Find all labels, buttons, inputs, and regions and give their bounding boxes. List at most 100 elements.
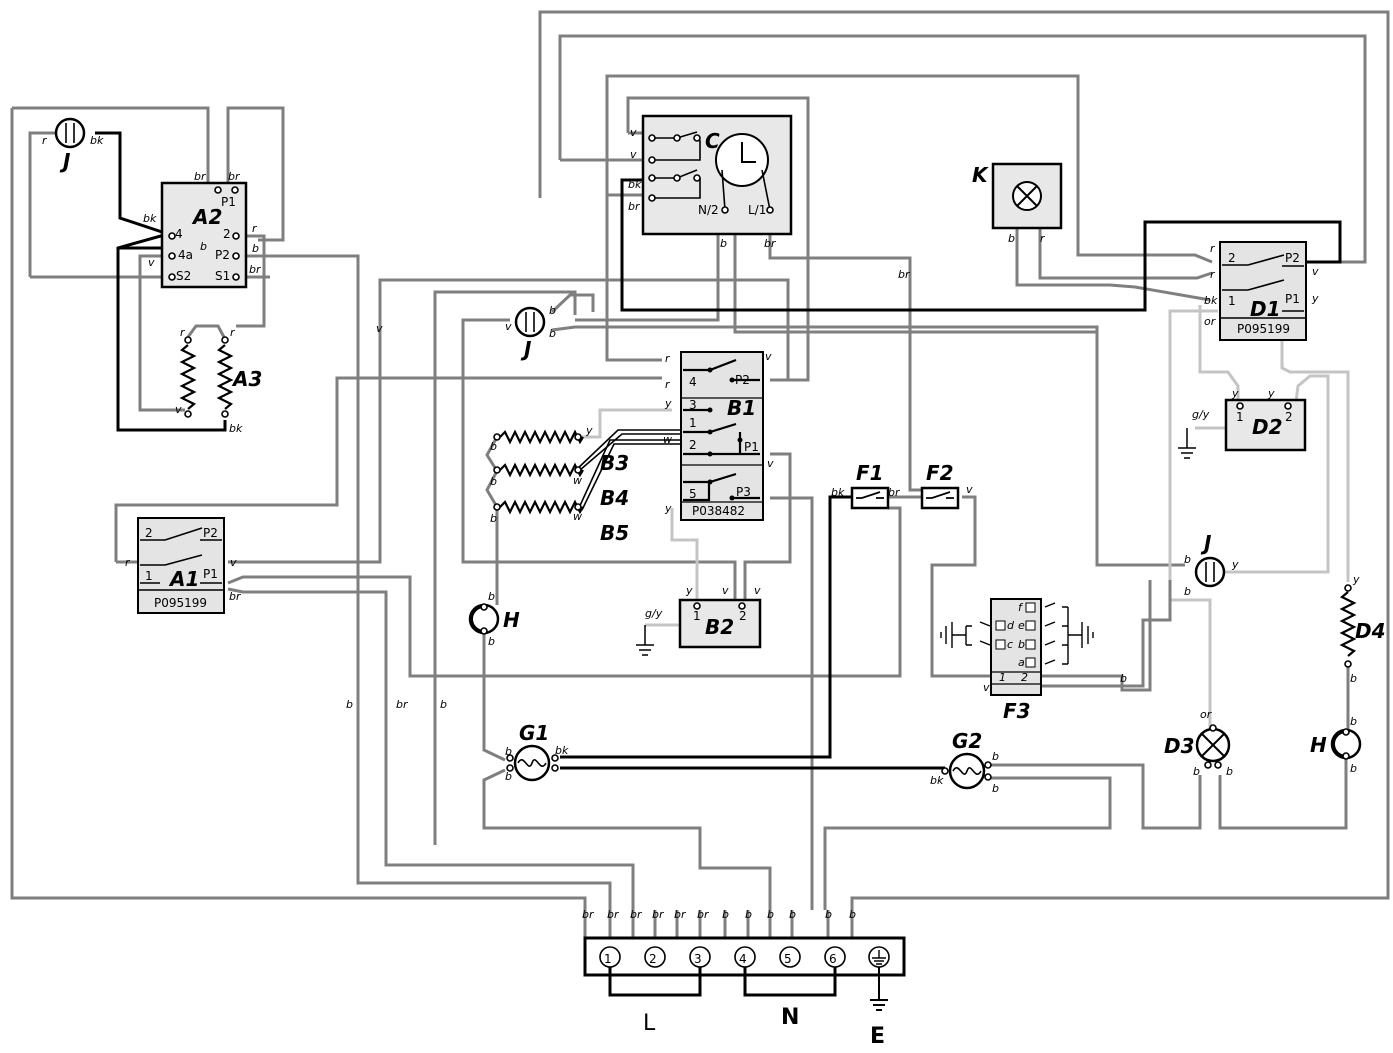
component-b3-b4-b5: B3 B4 B5 y w w b b b — [490, 424, 629, 545]
pin: S1 — [215, 269, 230, 283]
label-earth: E — [870, 1024, 885, 1049]
component-h-right: H b b — [1310, 715, 1362, 775]
code: b — [200, 240, 207, 253]
label-b3: B3 — [600, 451, 629, 475]
label-j-topleft: J — [59, 149, 71, 173]
pin: P1 — [744, 440, 759, 454]
label-d2: D2 — [1252, 415, 1283, 439]
pin: e — [1018, 619, 1025, 632]
component-f2: F2 v br — [898, 268, 973, 510]
label-b4: B4 — [600, 486, 629, 510]
code: r — [125, 556, 131, 569]
code: br — [249, 263, 262, 276]
terminal-wire-code: b — [789, 908, 796, 921]
code: v — [175, 403, 182, 416]
terminal-number: 6 — [829, 952, 837, 966]
pin: d — [1007, 619, 1015, 632]
pin: 3 — [689, 398, 697, 412]
code: or — [1204, 315, 1217, 328]
code: r — [230, 326, 236, 339]
label-neutral: N — [781, 1005, 799, 1030]
pin: P2 — [215, 248, 230, 262]
label-f1: F1 — [856, 461, 884, 485]
code: br — [396, 698, 409, 711]
code: b — [549, 304, 556, 317]
terminal-wire-code: br — [607, 908, 620, 921]
pin: 4 — [175, 227, 183, 241]
component-g2: G2 b b bk — [930, 729, 999, 795]
code: br — [228, 170, 241, 183]
pin: 1 — [1228, 294, 1236, 308]
component-f1: F1 bk br — [831, 461, 901, 510]
pin: 1 — [1236, 410, 1244, 424]
connector-j-topleft: J r bk — [42, 117, 104, 173]
code: b — [346, 698, 353, 711]
label-k: K — [972, 163, 989, 187]
code: y — [664, 502, 672, 515]
pin: 1 — [689, 416, 697, 430]
label-a3: A3 — [231, 367, 262, 391]
label-b2: B2 — [705, 615, 734, 639]
pin: P1 — [203, 567, 218, 581]
component-f3: f e b a d c 1 2 F3 v b — [940, 598, 1127, 723]
component-a3: A3 r r v bk — [175, 326, 262, 435]
code: br — [229, 590, 242, 603]
pin: 2 — [1285, 410, 1293, 424]
pin: 5 — [689, 487, 697, 501]
component-g1: G1 b b bk — [505, 721, 569, 783]
terminal-wire-code: br — [674, 908, 687, 921]
code: w — [663, 433, 672, 446]
component-d4: D4 y b — [1339, 573, 1386, 685]
component-d1: 2 P2 1 P1 D1 P095199 r r bk or v y — [1204, 241, 1319, 341]
code: y — [1311, 292, 1319, 305]
code: v — [722, 584, 729, 597]
pin: P2 — [203, 526, 218, 540]
code: v — [983, 681, 990, 694]
pin: 2 — [1228, 251, 1236, 265]
label-j-right: J — [1200, 531, 1212, 555]
ground-icon — [636, 625, 654, 656]
label-d1: D1 — [1250, 297, 1281, 321]
ground-icon — [1178, 428, 1196, 459]
pin: 2 — [689, 438, 697, 452]
pin: N/2 — [698, 203, 719, 217]
pin: P1 — [1285, 292, 1300, 306]
component-d3: D3 or b b — [1164, 708, 1233, 778]
code: b — [1350, 715, 1357, 728]
earth-terminal-icon — [872, 950, 886, 965]
code: r — [42, 134, 48, 147]
label-b5: B5 — [600, 521, 629, 545]
label-a2: A2 — [191, 205, 222, 229]
code: g/y — [645, 607, 663, 620]
label-f3: F3 — [1003, 699, 1031, 723]
code: b — [1193, 765, 1200, 778]
part-number-b1: P038482 — [692, 504, 745, 518]
code: v — [765, 350, 772, 363]
code: b — [1350, 762, 1357, 775]
label-g1: G1 — [519, 721, 549, 745]
code: r — [252, 222, 258, 235]
pin: 2 — [223, 227, 231, 241]
terminal-number: 1 — [604, 952, 612, 966]
code: bk — [831, 486, 845, 499]
component-a2: A2 P1 4 4a S2 2 P2 S1 b br br bk v r b b… — [143, 170, 262, 289]
terminal-number: 3 — [694, 952, 702, 966]
code: bk — [90, 134, 104, 147]
code: y — [664, 397, 672, 410]
label-a1: A1 — [168, 567, 199, 591]
code: bk — [229, 422, 243, 435]
pin: P3 — [736, 485, 751, 499]
code: v — [1312, 265, 1319, 278]
pin: S2 — [176, 269, 191, 283]
code: v — [230, 556, 237, 569]
terminal-number: 2 — [649, 952, 657, 966]
code: b — [549, 327, 556, 340]
code: bk — [555, 744, 569, 757]
terminal-wire-code: b — [825, 908, 832, 921]
code: b — [490, 475, 497, 488]
code: or — [1200, 708, 1213, 721]
part-number-a1: P095199 — [154, 596, 207, 610]
component-a1: 2 P2 1 P1 A1 P095199 r v br — [125, 517, 242, 614]
code: b — [490, 440, 497, 453]
